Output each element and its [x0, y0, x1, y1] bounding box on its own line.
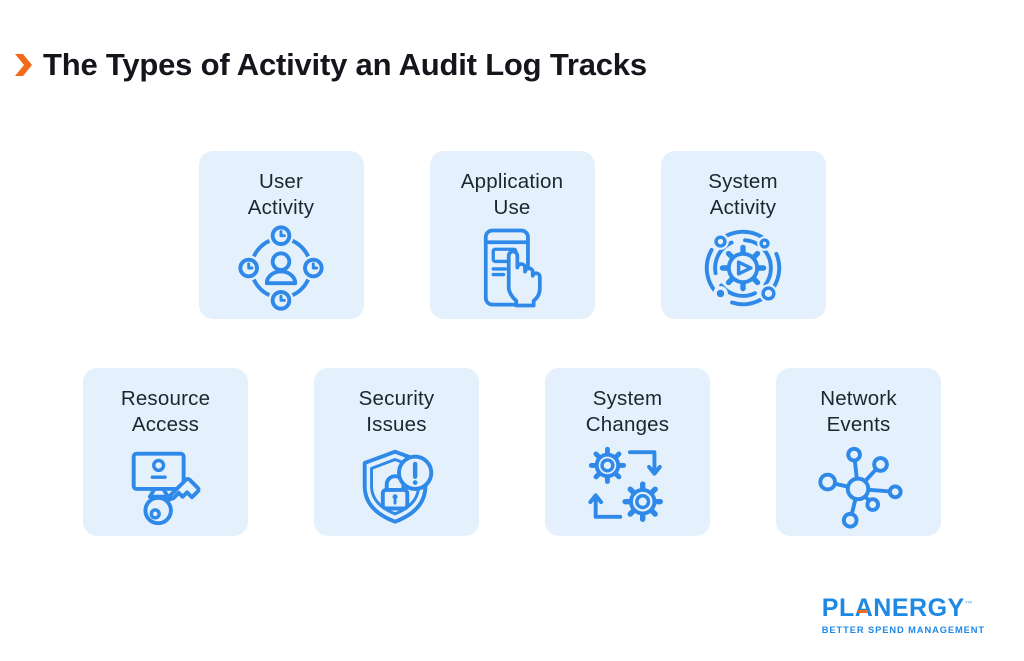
card-label: System Activity [708, 170, 778, 219]
network-events-icon [817, 446, 903, 529]
card-security-issues: Security Issues [314, 368, 479, 536]
card-system-activity: System Activity [660, 151, 826, 319]
card-label: Network Events [820, 387, 897, 436]
card-label: User Activity [247, 170, 315, 219]
chevron-right-icon [15, 53, 32, 77]
card-system-changes: System Changes [545, 368, 710, 536]
security-issues-icon [362, 449, 433, 524]
card-row-2: Resource Access Security Issues [0, 368, 1024, 536]
brand-name: PLANERGY [821, 594, 965, 622]
system-activity-icon [704, 229, 782, 307]
card-label: Security Issues [358, 387, 435, 436]
card-label: Application Use [460, 170, 564, 219]
trademark-symbol: ™ [964, 599, 973, 609]
card-label: Resource Access [120, 387, 211, 436]
system-changes-icon [587, 446, 663, 522]
card-application-use: Application Use [429, 151, 595, 319]
card-row-1: User Activity Application Use [0, 151, 1024, 319]
planergy-logo: PLANERGY™ BETTER SPEND MANAGEMENT [821, 596, 985, 636]
logo-a-accent [857, 609, 868, 613]
user-activity-icon [235, 222, 327, 314]
page-header: The Types of Activity an Audit Log Track… [15, 47, 647, 83]
card-label: System Changes [585, 387, 670, 436]
resource-access-icon [131, 451, 200, 526]
card-user-activity: User Activity [198, 151, 364, 319]
card-resource-access: Resource Access [83, 368, 248, 536]
page-title: The Types of Activity an Audit Log Track… [43, 47, 647, 82]
application-use-icon [483, 228, 542, 308]
card-network-events: Network Events [776, 368, 941, 536]
logo-wordmark: PLANERGY™ [822, 596, 985, 621]
logo-tagline: BETTER SPEND MANAGEMENT [821, 625, 985, 635]
